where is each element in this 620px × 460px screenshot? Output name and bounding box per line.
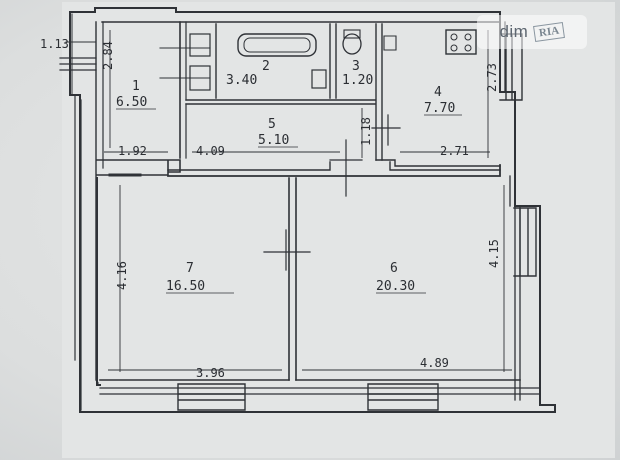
room-2-area: 3.40 — [226, 73, 257, 88]
room-1-area: 6.50 — [116, 95, 147, 110]
paper-sheet — [62, 2, 615, 458]
room-5-number: 5 — [268, 117, 276, 132]
dim-room7-width: 3.96 — [196, 366, 225, 380]
dim-corridor-height: 1.18 — [359, 117, 373, 146]
dim-kitchen-height: 2.73 — [485, 63, 499, 92]
dimension-lines — [104, 30, 512, 372]
watermark-dim-text: dim — [499, 22, 529, 41]
room-7-area: 16.50 — [166, 279, 205, 294]
room-3-number: 3 — [352, 59, 360, 74]
room-3-area: 1.20 — [342, 73, 373, 88]
room-6-number: 6 — [390, 261, 398, 276]
room-4-number: 4 — [434, 85, 442, 100]
dim-kitchen-width: 2.71 — [440, 144, 469, 158]
room-4-area: 7.70 — [424, 101, 455, 116]
dimria-watermark: dim RIA — [477, 15, 587, 49]
room-5-area: 5.10 — [258, 133, 289, 148]
dim-room7-height: 4.16 — [115, 261, 129, 290]
room-1-number: 1 — [132, 79, 140, 94]
dim-hall-height: 2.84 — [101, 41, 115, 70]
watermark-ria-stamp: RIA — [533, 21, 566, 43]
wall-lines — [59, 7, 556, 413]
dim-hall-width: 1.92 — [118, 144, 147, 158]
dim-room6-height: 4.15 — [487, 239, 501, 268]
dim-top-left: 1.13 — [40, 37, 69, 51]
dim-corridor-width: 4.09 — [196, 144, 225, 158]
room-2-number: 2 — [262, 59, 270, 74]
room-6-area: 20.30 — [376, 279, 415, 294]
dim-room6-width: 4.89 — [420, 356, 449, 370]
room-7-number: 7 — [186, 261, 194, 276]
